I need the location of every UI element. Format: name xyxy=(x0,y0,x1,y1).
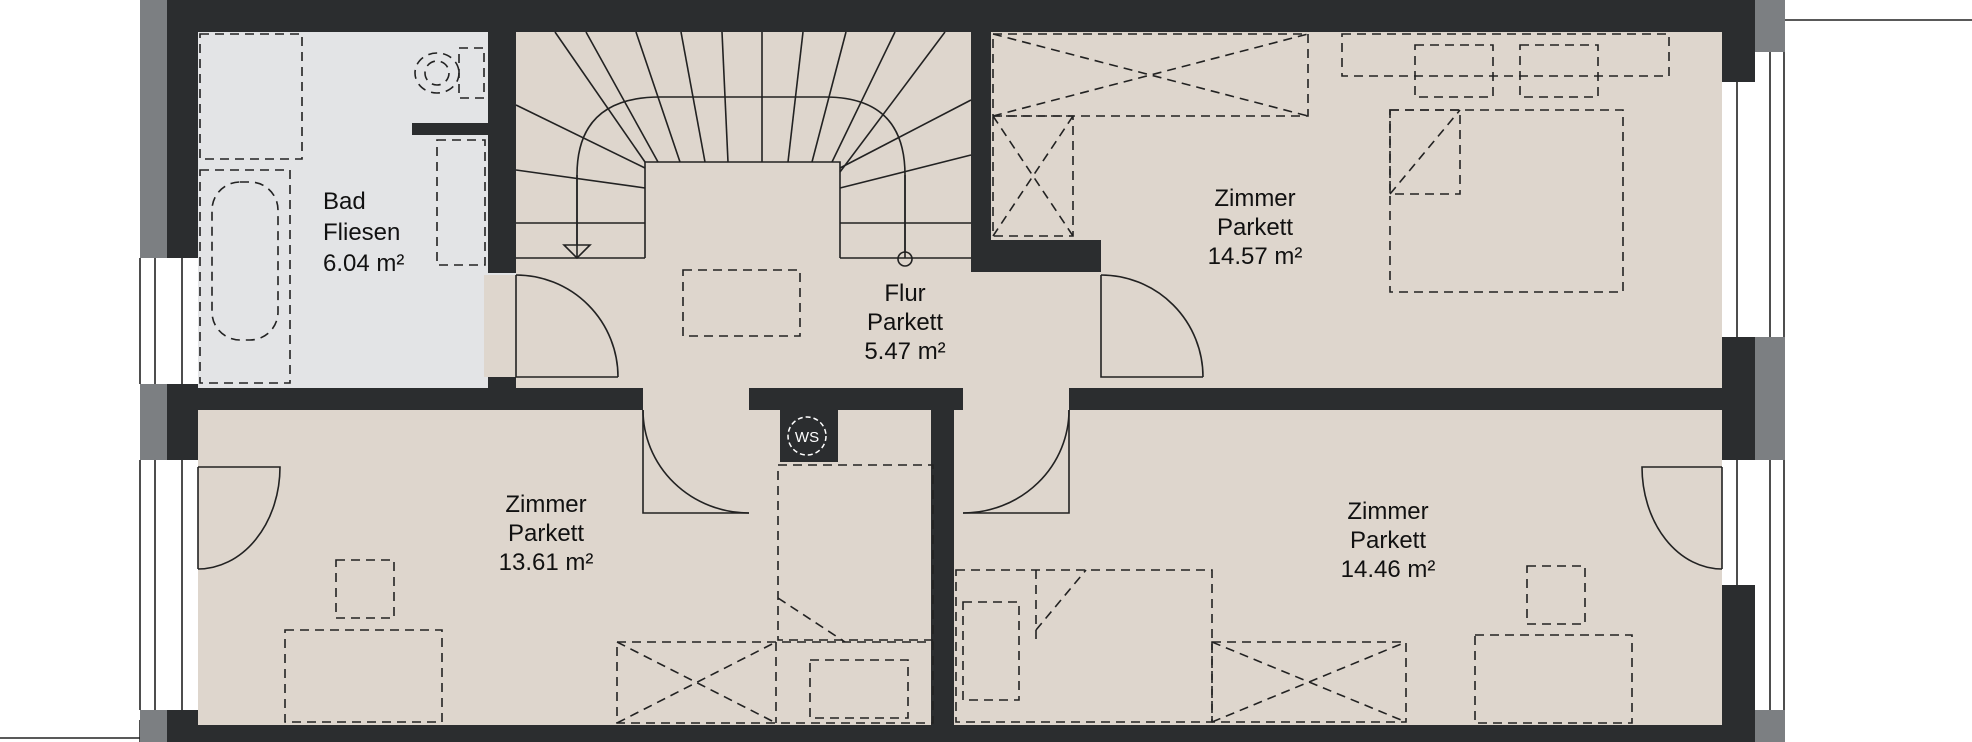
zimmer-top-furniture xyxy=(992,33,1670,293)
floor-zimmer-top xyxy=(991,32,1722,388)
room-area-zimmer2: 13.61 m² xyxy=(499,549,594,576)
wall-stair-zimmer xyxy=(971,28,991,260)
right-windows xyxy=(1722,0,1785,742)
room-floor-bad: Fliesen xyxy=(323,219,400,246)
zimmer-right-furniture xyxy=(955,565,1633,724)
doors xyxy=(197,274,1723,570)
room-area-zimmer1: 14.57 m² xyxy=(1208,243,1303,270)
room-floor-zimmer1: Parkett xyxy=(1217,214,1293,241)
wall-mid-h-center xyxy=(749,388,963,410)
room-name-zimmer2: Zimmer xyxy=(505,491,586,518)
room-floor-zimmer2: Parkett xyxy=(508,520,584,547)
floor-bad xyxy=(198,32,516,388)
floor-zimmer-left xyxy=(198,410,931,725)
room-name-zimmer1: Zimmer xyxy=(1214,185,1295,212)
floor-zimmer-right xyxy=(954,410,1722,725)
wall-bath-shelf xyxy=(412,123,488,135)
room-area-flur: 5.47 m² xyxy=(864,338,945,365)
room-name-zimmer3: Zimmer xyxy=(1347,498,1428,525)
wall-bath-flur xyxy=(488,28,516,273)
flur-furniture xyxy=(682,269,801,337)
room-labels: Bad Fliesen 6.04 m² Flur Parkett 5.47 m²… xyxy=(323,185,1435,583)
interior-walls xyxy=(198,28,1722,725)
left-windows xyxy=(139,0,198,742)
room-area-zimmer3: 14.46 m² xyxy=(1341,556,1436,583)
opening-left-door xyxy=(643,385,749,415)
opening-right-door xyxy=(963,385,1069,415)
washer-label: WS xyxy=(795,429,819,446)
room-floor-flur: Parkett xyxy=(867,309,943,336)
wall-lower-divider xyxy=(933,405,954,725)
wall-mid-h-right xyxy=(1069,388,1722,410)
floors xyxy=(198,32,1722,725)
washer-symbol: WS xyxy=(787,416,827,456)
room-floor-zimmer3: Parkett xyxy=(1350,527,1426,554)
wall-zimmer-notch xyxy=(971,240,1101,272)
zimmer-left-furniture xyxy=(284,464,934,724)
wall-mid-h-left xyxy=(198,388,643,410)
floor-flur xyxy=(516,32,971,388)
opening-bad-door xyxy=(484,275,520,377)
bathroom-fixtures xyxy=(199,33,486,384)
staircase xyxy=(515,31,972,267)
washer-box xyxy=(780,410,838,462)
room-name-bad: Bad xyxy=(323,188,366,215)
room-name-flur: Flur xyxy=(884,280,925,307)
room-area-bad: 6.04 m² xyxy=(323,250,404,277)
opening-zimmer-top-door xyxy=(1094,275,1102,377)
